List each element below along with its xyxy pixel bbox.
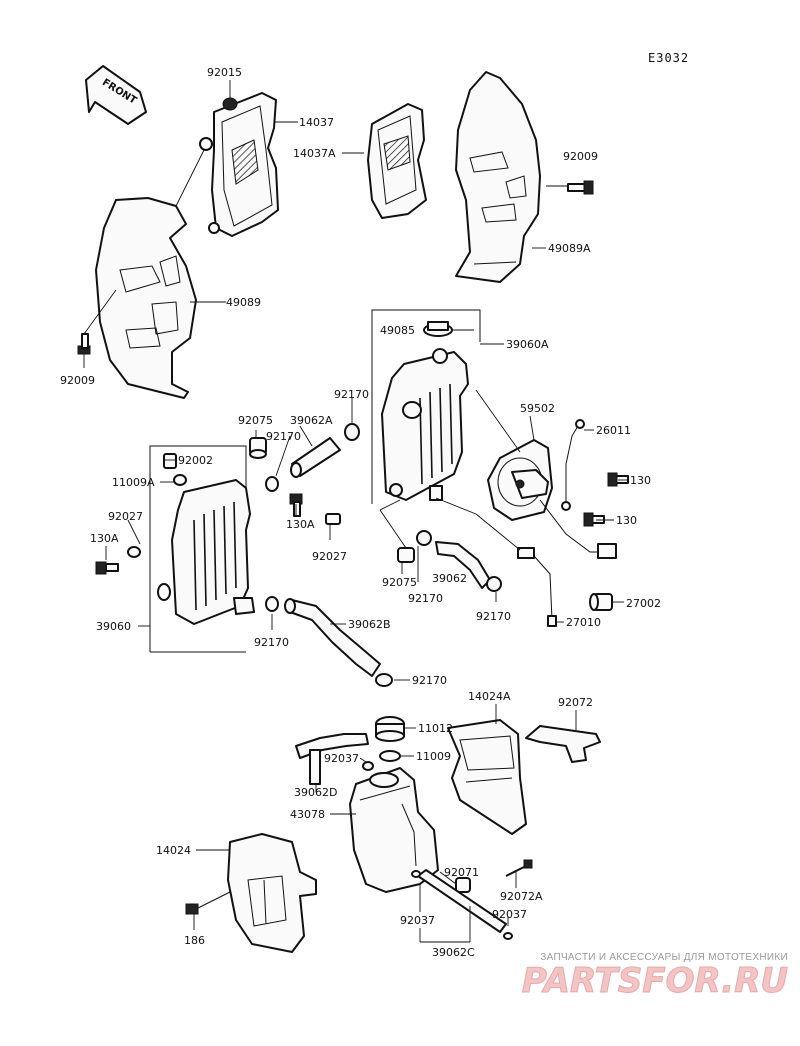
label-14037A: 14037A — [293, 147, 336, 160]
washer-11009-icon — [379, 750, 401, 762]
label-92037-a: 92037 — [324, 752, 359, 765]
bracket-92072 — [525, 725, 601, 763]
cap-27002-icon — [589, 593, 613, 611]
label-92027-right: 92027 — [312, 550, 347, 563]
hose-39062 — [435, 541, 491, 589]
washer-92027-right-icon — [325, 513, 341, 525]
label-130A-left: 130A — [90, 532, 119, 545]
label-43078: 43078 — [290, 808, 325, 821]
label-92170-e: 92170 — [254, 636, 289, 649]
washer-11009A-icon — [173, 474, 187, 486]
label-39060A: 39060A — [506, 338, 549, 351]
label-39062: 39062 — [432, 572, 467, 585]
label-92037-b: 92037 — [400, 914, 435, 927]
bolt-92009-right-icon — [567, 180, 594, 195]
label-92170-f: 92170 — [412, 674, 447, 687]
fan-switch-27010 — [517, 547, 557, 627]
label-11009A: 11009A — [112, 476, 155, 489]
label-92009-left: 92009 — [60, 374, 95, 387]
shroud-49089A — [455, 71, 541, 283]
label-92027-left: 92027 — [108, 510, 143, 523]
diagram-code: E3032 — [648, 51, 689, 65]
watermark: ЗАПЧАСТИ И АКСЕССУАРЫ ДЛЯ МОТОТЕХНИКИ PA… — [521, 952, 788, 1002]
label-92002: 92002 — [178, 454, 213, 467]
bolt-92009-left-icon — [77, 333, 91, 355]
radiator-cover-14037A — [367, 103, 427, 219]
label-92072: 92072 — [558, 696, 593, 709]
label-130-lower: 130 — [616, 514, 637, 527]
part-labels: 92015 14037 14037A 92009 49089A 49089 92… — [60, 66, 661, 959]
label-39060: 39060 — [96, 620, 131, 633]
hose-39062B — [284, 598, 381, 677]
bolt-186-icon — [185, 891, 231, 915]
clamp-92170-b-icon — [265, 476, 279, 492]
reservoir-tank-43078 — [349, 767, 439, 893]
nut-92075-b-icon — [397, 547, 415, 563]
hose-39062D — [295, 733, 374, 785]
radiator-cover-14037 — [199, 92, 279, 237]
label-92071: 92071 — [444, 866, 479, 879]
radiator-cap-49085-icon — [423, 321, 453, 337]
label-26011: 26011 — [596, 424, 631, 437]
label-49085: 49085 — [380, 324, 415, 337]
label-14024A: 14024A — [468, 690, 511, 703]
bolt-92072A-icon — [505, 859, 533, 877]
clamp-92170-a-icon — [344, 423, 360, 441]
label-27002: 27002 — [626, 597, 661, 610]
label-59502: 59502 — [520, 402, 555, 415]
label-14037: 14037 — [299, 116, 334, 129]
label-92072A: 92072A — [500, 890, 543, 903]
reservoir-cover-14024A — [447, 719, 527, 835]
hose-39062A — [290, 437, 341, 478]
watermark-tagline: ЗАПЧАСТИ И АКСЕССУАРЫ ДЛЯ МОТОТЕХНИКИ — [540, 952, 788, 963]
label-92037-c: 92037 — [492, 908, 527, 921]
label-14024: 14024 — [156, 844, 191, 857]
label-39062D: 39062D — [294, 786, 337, 799]
label-92015: 92015 — [207, 66, 242, 79]
nut-92071-icon — [455, 877, 471, 893]
leader-lines-bottom — [193, 704, 577, 943]
label-130-upper: 130 — [630, 474, 651, 487]
bolt-130-lower-icon — [583, 512, 605, 527]
clamp-92170-d-icon — [486, 576, 502, 592]
label-92075-b: 92075 — [382, 576, 417, 589]
front-arrow-icon: FRONT — [85, 65, 147, 125]
label-186: 186 — [184, 934, 205, 947]
label-49089: 49089 — [226, 296, 261, 309]
fitting-92002-icon — [163, 453, 177, 469]
label-49089A: 49089A — [548, 242, 591, 255]
label-130A-right: 130A — [286, 518, 315, 531]
label-92170-a: 92170 — [334, 388, 369, 401]
clamp-92170-e-icon — [265, 596, 279, 612]
washer-92027-left-icon — [127, 546, 141, 558]
bolt-130-upper-icon — [607, 472, 629, 487]
wire-26011 — [561, 419, 585, 511]
radiator-39060 — [149, 445, 255, 652]
label-92009-right: 92009 — [563, 150, 598, 163]
leader-lines-top — [83, 80, 568, 368]
leader-lines-middle — [105, 329, 628, 681]
clamp-92170-c-icon — [416, 530, 432, 546]
watermark-brand: PARTSFOR.RU — [522, 961, 788, 1001]
radiator-39060A — [371, 309, 481, 504]
label-39062B: 39062B — [348, 618, 391, 631]
label-27010: 27010 — [566, 616, 601, 629]
reservoir-cap-11012-icon — [375, 716, 405, 742]
shroud-49089 — [95, 197, 197, 399]
label-39062C: 39062C — [432, 946, 475, 959]
label-92170-c: 92170 — [408, 592, 443, 605]
label-92170-d: 92170 — [476, 610, 511, 623]
clamp-92170-f-icon — [375, 673, 393, 687]
reservoir-cover-14024 — [227, 833, 317, 953]
label-92170-b: 92170 — [266, 430, 301, 443]
hose-39062C — [411, 869, 513, 940]
label-92075-a: 92075 — [238, 414, 273, 427]
cooling-fan-59502 — [487, 439, 617, 559]
bolt-130A-left-icon — [95, 561, 119, 575]
label-11012: 11012 — [418, 722, 453, 735]
label-39062A: 39062A — [290, 414, 333, 427]
nut-92075-a-icon — [249, 437, 267, 459]
label-11009: 11009 — [416, 750, 451, 763]
